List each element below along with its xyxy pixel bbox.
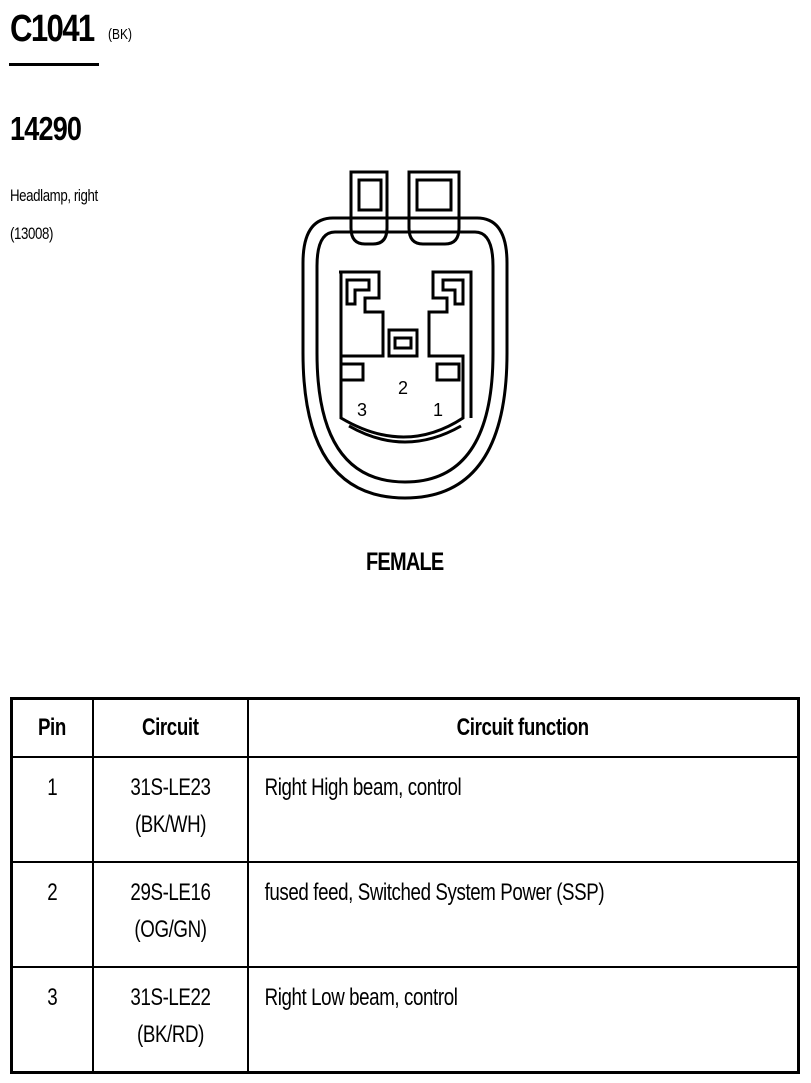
table-row: 1 31S-LE23 (BK/WH) Right High beam, contr… bbox=[10, 756, 800, 863]
header-circuit-function: Circuit function bbox=[246, 697, 800, 758]
terminal-cavity-outline bbox=[339, 270, 473, 439]
header-pin: Pin bbox=[10, 697, 94, 758]
connector-description: Headlamp, right bbox=[10, 186, 98, 205]
terminal-pin-3 bbox=[339, 362, 365, 382]
connector-housing-outer bbox=[301, 216, 509, 500]
circuit-id: 31S-LE23 bbox=[129, 774, 211, 801]
table-header-row: Pin Circuit Circuit function bbox=[10, 697, 800, 758]
cell-circuit: 31S-LE23 (BK/WH) bbox=[91, 756, 249, 863]
wire-color: (BK/WH) bbox=[134, 811, 206, 838]
cell-circuit: 29S-LE16 (OG/GN) bbox=[91, 861, 249, 968]
connector-id: C1041 bbox=[10, 8, 95, 50]
header-circuit: Circuit bbox=[91, 697, 249, 758]
cell-function: Right Low beam, control bbox=[246, 966, 800, 1074]
cell-function: Right High beam, control bbox=[246, 756, 800, 863]
connector-base-part: (13008) bbox=[10, 224, 53, 243]
cell-function: fused feed, Switched System Power (SSP) bbox=[246, 861, 800, 968]
pin-label-2: 2 bbox=[398, 378, 408, 398]
locking-tab-left bbox=[349, 170, 389, 246]
pinout-table: Pin Circuit Circuit function 1 31S-LE23 (… bbox=[10, 697, 800, 1074]
circuit-id: 29S-LE16 bbox=[129, 879, 211, 906]
cavity-bottom-arc bbox=[348, 424, 462, 444]
cell-pin: 1 bbox=[10, 756, 94, 863]
circuit-id: 31S-LE22 bbox=[129, 984, 211, 1011]
pin-label-1: 1 bbox=[433, 400, 443, 420]
terminal-pin-1 bbox=[435, 362, 461, 382]
terminal-pin-2-inner bbox=[393, 336, 413, 350]
cell-pin: 2 bbox=[10, 861, 94, 968]
locking-tab-right bbox=[407, 170, 461, 246]
locking-tab-left-inner bbox=[357, 178, 383, 212]
table-row: 3 31S-LE22 (BK/RD) Right Low beam, contro… bbox=[10, 966, 800, 1074]
key-notch-right bbox=[441, 278, 465, 306]
connector-housing-inner bbox=[315, 230, 495, 484]
connector-face-diagram: 2 3 1 bbox=[301, 170, 509, 500]
connector-color: (BK) bbox=[108, 26, 132, 43]
wire-color: (BK/RD) bbox=[136, 1021, 204, 1048]
part-number: 14290 bbox=[10, 110, 82, 147]
terminal-pin-2 bbox=[387, 328, 419, 358]
pin-label-3: 3 bbox=[357, 400, 367, 420]
title-underline bbox=[9, 63, 99, 66]
key-notch-left bbox=[345, 278, 371, 306]
locking-tab-right-inner bbox=[415, 178, 453, 212]
wire-color: (OG/GN) bbox=[133, 916, 207, 943]
table-row: 2 29S-LE16 (OG/GN) fused feed, Switched S… bbox=[10, 861, 800, 968]
cell-pin: 3 bbox=[10, 966, 94, 1074]
cell-circuit: 31S-LE22 (BK/RD) bbox=[91, 966, 249, 1074]
connector-gender: FEMALE bbox=[366, 548, 444, 576]
